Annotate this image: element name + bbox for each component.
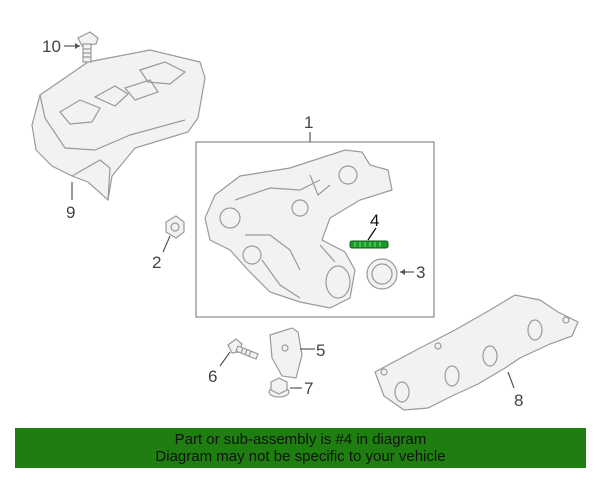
label-10: 10: [42, 37, 61, 56]
nut-part-2[interactable]: [165, 215, 185, 239]
heat-shield-part-9[interactable]: [31, 49, 206, 202]
leader-2: [162, 235, 171, 253]
leader-8: [507, 371, 515, 389]
exhaust-manifold-converter[interactable]: [204, 149, 393, 309]
bracket-part-5[interactable]: [269, 327, 303, 379]
label-4: 4: [370, 211, 379, 230]
label-3: 3: [416, 263, 425, 282]
info-banner: Part or sub-assembly is #4 in diagram Di…: [15, 428, 586, 468]
leader-4: [367, 227, 377, 241]
flange-nut-part-7[interactable]: [268, 377, 290, 398]
stud-part-6[interactable]: [227, 338, 259, 360]
label-7: 7: [304, 379, 313, 398]
label-8: 8: [514, 391, 523, 410]
label-6: 6: [208, 367, 217, 386]
label-9: 9: [66, 203, 75, 222]
bolt-part-10[interactable]: [77, 31, 99, 63]
label-5: 5: [316, 341, 325, 360]
manifold-gasket-part-8[interactable]: [374, 294, 579, 411]
leader-6: [219, 351, 231, 367]
banner-line-1: Part or sub-assembly is #4 in diagram: [174, 431, 427, 448]
parts-diagram: 9 10 1 4 3 2: [31, 31, 579, 411]
assembly-box-part-1: [195, 141, 435, 318]
banner-line-2: Diagram may not be specific to your vehi…: [155, 448, 446, 465]
ring-gasket-part-3[interactable]: [366, 258, 398, 290]
label-1: 1: [304, 113, 313, 132]
label-2: 2: [152, 253, 161, 272]
gasket-part-4-highlighted[interactable]: [349, 240, 389, 249]
